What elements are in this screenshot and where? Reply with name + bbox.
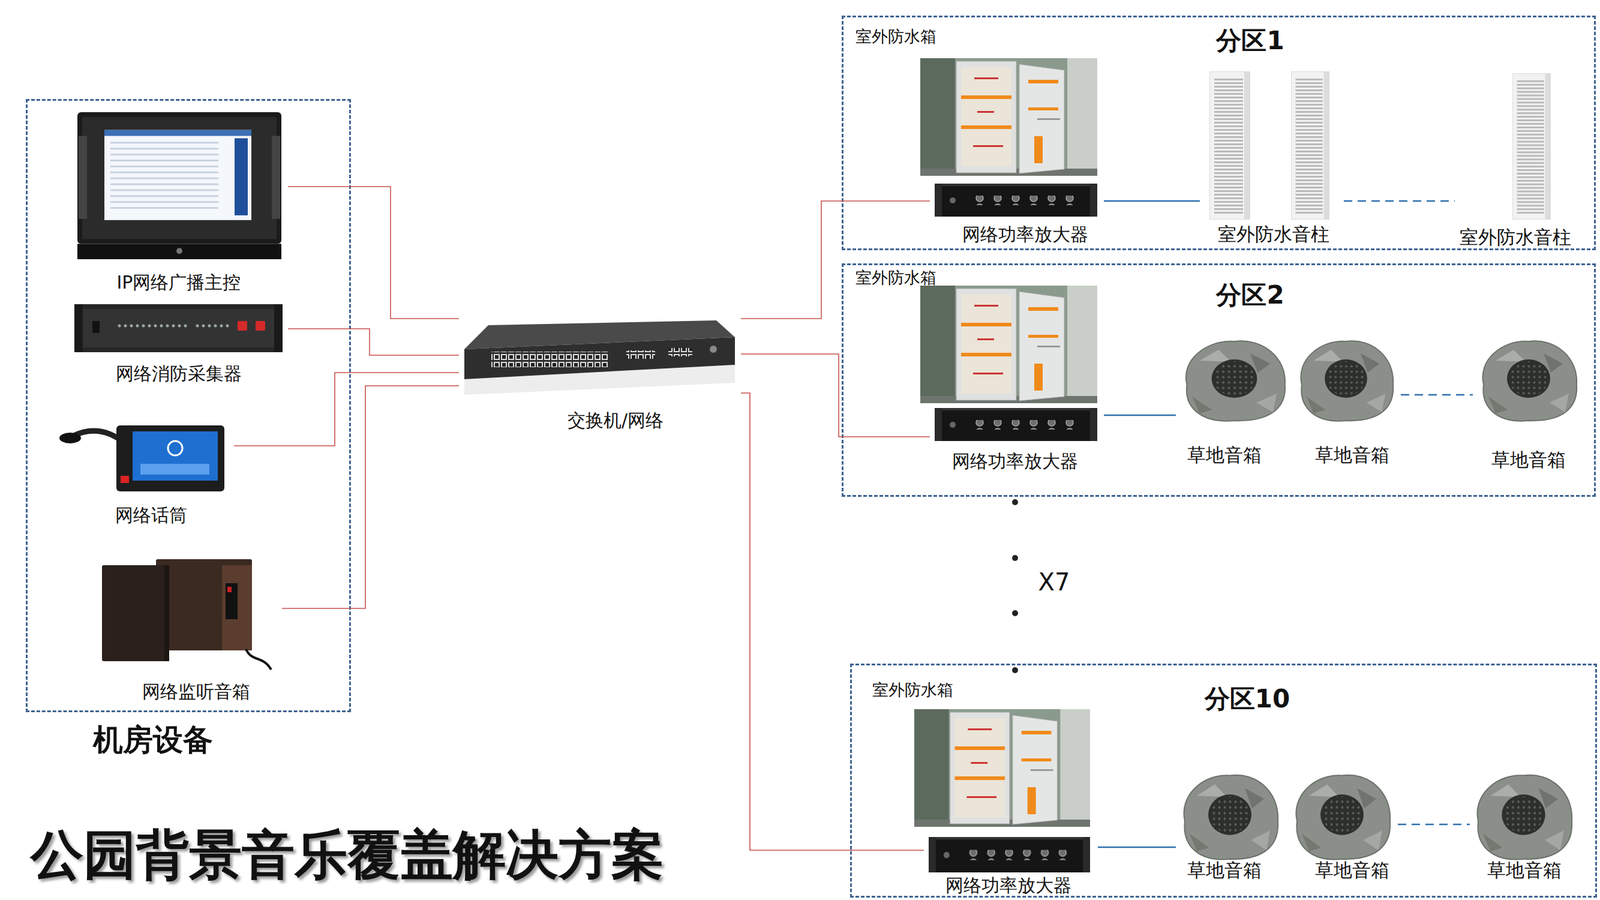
power-amplifier: 网络功率放大器 — [929, 179, 1104, 248]
device-label: 草地音箱 — [1104, 443, 1345, 467]
device-label: 交换机/网络 — [495, 409, 736, 432]
power-amplifier: 网络功率放大器 — [923, 832, 1098, 896]
switch-image — [464, 320, 735, 395]
network-cable — [740, 353, 930, 437]
zone-box: 室外防水箱网络功率放大器草地音箱草地音箱草地音箱分区2 — [841, 263, 1596, 497]
monitor-speaker: 网络监听音箱 — [89, 554, 282, 699]
zone-box: 室外防水箱网络功率放大器草地音箱草地音箱草地音箱分区10 — [850, 663, 1598, 898]
device-label: 室外防水音柱 — [1153, 223, 1394, 246]
cabinet-image — [914, 709, 1091, 827]
device-label: 网络功率放大器 — [888, 874, 1129, 897]
device-label: 草地音箱 — [1408, 448, 1600, 471]
device-label: 室外防水箱 — [775, 26, 1016, 47]
speaker-cable — [1397, 823, 1470, 826]
column-image — [1512, 73, 1551, 220]
broadcast-host: IP网络广播主控 — [71, 107, 288, 294]
network-cable — [740, 392, 924, 851]
lawn-speaker: 草地音箱 — [1175, 764, 1284, 882]
rock-image — [1300, 340, 1394, 421]
device-label: 网络功率放大器 — [895, 450, 1136, 473]
speaker-cable — [1343, 200, 1455, 203]
microphone-image — [59, 425, 225, 492]
speaker-cable — [1097, 846, 1176, 849]
amplifier-image — [934, 183, 1098, 217]
monitor-speaker-image — [101, 559, 272, 670]
device-label: 草地音箱 — [1104, 859, 1345, 882]
ellipsis-dot — [1012, 667, 1019, 674]
outdoor-cabinet: 室外防水箱 — [857, 671, 1104, 830]
cabinet-image — [920, 58, 1098, 176]
lawn-speaker: 草地音箱 — [1292, 332, 1401, 474]
group-heading: 分区2 — [1130, 280, 1371, 311]
rock-image — [1295, 775, 1391, 860]
device-label: 草地音箱 — [1232, 859, 1473, 882]
rock-image — [1186, 340, 1286, 421]
column-speaker: 室外防水音柱 — [1454, 65, 1584, 246]
amplifier-image — [928, 836, 1091, 873]
host-image — [77, 112, 282, 260]
rock-image — [1482, 340, 1577, 421]
device-label: 草地音箱 — [1404, 859, 1600, 882]
network-cable — [287, 328, 459, 356]
speaker-cable — [1103, 200, 1200, 203]
device-label: 室外防水箱 — [775, 268, 1016, 288]
power-amplifier: 网络功率放大器 — [929, 405, 1104, 473]
device-label: 网络消防采集器 — [58, 362, 299, 385]
network-microphone: 网络话筒 — [53, 413, 234, 534]
device-label: 室外防水音柱 — [1395, 226, 1600, 249]
column-image — [1209, 71, 1251, 220]
outdoor-cabinet: 室外防水箱 — [848, 271, 1101, 406]
column-image — [1291, 71, 1330, 220]
lawn-speaker: 草地音箱 — [1469, 764, 1581, 882]
cabinet-image — [920, 285, 1098, 404]
amplifier-image — [934, 407, 1098, 441]
ellipsis-dot — [1012, 554, 1019, 561]
group-heading: 分区10 — [1127, 683, 1368, 714]
lawn-speaker: 草地音箱 — [1289, 764, 1398, 882]
outdoor-cabinet: 室外防水箱 — [848, 23, 1101, 178]
network-cable — [281, 385, 459, 609]
device-label: 网络话筒 — [31, 504, 272, 527]
speaker-cable — [1103, 414, 1176, 417]
network-switch: 交换机/网络 — [458, 305, 741, 438]
ellipsis-dot — [1012, 610, 1019, 617]
rock-image — [1477, 775, 1573, 860]
page-title: 公园背景音乐覆盖解决方案 — [30, 823, 665, 887]
rock-image — [1183, 775, 1278, 860]
device-label: 网络监听音箱 — [76, 680, 317, 703]
zone-box: 室外防水箱网络功率放大器室外防水音柱室外防水音柱分区1 — [841, 15, 1596, 251]
multiplier-label: X7 — [994, 567, 1115, 597]
network-cable — [287, 186, 459, 319]
ellipsis-dot — [1012, 499, 1019, 506]
device-label: 室外防水箱 — [792, 680, 1033, 700]
lawn-speaker: 草地音箱 — [1472, 332, 1584, 477]
group-heading: 机房设备 — [32, 721, 273, 758]
fire-collector: 网络消防采集器 — [68, 296, 288, 387]
network-cable — [233, 372, 459, 446]
network-cable — [740, 200, 930, 319]
collector-image — [74, 304, 283, 353]
group-heading: 分区1 — [1130, 25, 1371, 56]
speaker-cable — [1400, 394, 1473, 396]
device-label: 草地音箱 — [1232, 443, 1473, 467]
column-speaker: 室外防水音柱 — [1199, 65, 1344, 246]
equipment-room-group: IP网络广播主控网络消防采集器网络话筒网络监听音箱机房设备 — [25, 98, 351, 713]
lawn-speaker: 草地音箱 — [1175, 332, 1290, 474]
device-label: 网络功率放大器 — [905, 223, 1146, 246]
device-label: IP网络广播主控 — [58, 271, 299, 294]
